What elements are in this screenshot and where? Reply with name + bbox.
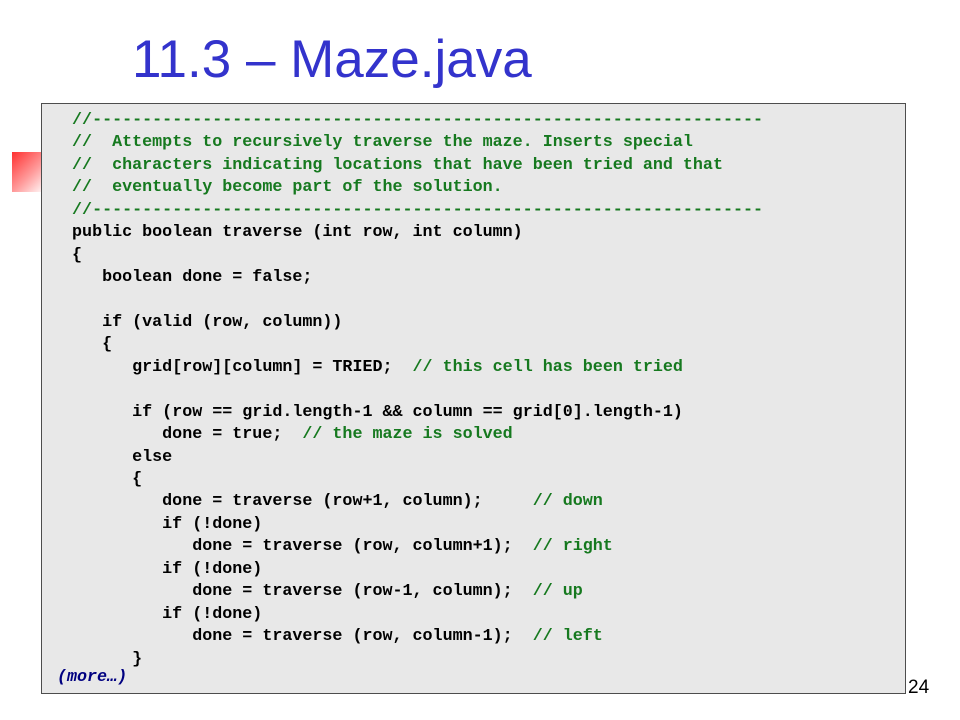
code-indent: [42, 470, 132, 489]
code-statement: done = true;: [162, 425, 303, 445]
code-statement: grid[row][column] = TRIED;: [132, 357, 413, 377]
code-statement: else: [132, 447, 173, 467]
code-line: // Attempts to recursively traverse the …: [42, 132, 763, 154]
code-statement: if (!done): [162, 559, 263, 579]
code-statement: {: [72, 245, 83, 265]
code-indent: [42, 201, 72, 220]
code-line: done = traverse (row-1, column); // up: [42, 581, 763, 603]
code-comment: // characters indicating locations that …: [72, 155, 723, 175]
code-indent: [42, 605, 162, 624]
code-statement: if (row == grid.length-1 && column == gr…: [132, 402, 683, 422]
code-line: else: [42, 447, 763, 469]
code-line: if (row == grid.length-1 && column == gr…: [42, 402, 763, 424]
code-line: grid[row][column] = TRIED; // this cell …: [42, 357, 763, 379]
code-statement: done = traverse (row+1, column);: [162, 492, 533, 512]
code-line: //--------------------------------------…: [42, 110, 763, 132]
code-statement: done = traverse (row, column-1);: [192, 627, 533, 647]
code-indent: [42, 425, 162, 444]
code-indent: [42, 178, 72, 197]
code-line: if (!done): [42, 514, 763, 536]
code-line: if (!done): [42, 559, 763, 581]
code-indent: [42, 448, 132, 467]
code-indent: [42, 582, 192, 601]
code-comment: // Attempts to recursively traverse the …: [72, 133, 693, 153]
code-comment: // up: [532, 582, 583, 602]
code-indent: [42, 246, 72, 265]
code-indent: [42, 515, 162, 534]
code-statement: public boolean traverse (int row, int co…: [72, 223, 523, 243]
code-comment: //--------------------------------------…: [72, 111, 764, 130]
slide-accent-decoration: [12, 152, 46, 192]
code-indent: [42, 156, 72, 175]
code-indent: [42, 133, 72, 152]
code-listing-box: //--------------------------------------…: [41, 103, 906, 694]
code-line: boolean done = false;: [42, 267, 763, 289]
code-statement: {: [102, 335, 113, 355]
code-line: if (!done): [42, 604, 763, 626]
code-line: }: [42, 649, 763, 671]
code-statement: }: [132, 649, 143, 669]
code-comment: // down: [532, 492, 603, 512]
code-indent: [42, 223, 72, 242]
code-line: [42, 290, 763, 312]
more-continuation-label: (more…): [57, 668, 128, 687]
code-comment: // the maze is solved: [302, 425, 513, 445]
code-line: done = traverse (row, column+1); // righ…: [42, 536, 763, 558]
code-line: done = traverse (row, column-1); // left: [42, 626, 763, 648]
code-line: {: [42, 334, 763, 356]
code-line: {: [42, 245, 763, 267]
code-indent: [42, 335, 102, 354]
code-listing: //--------------------------------------…: [42, 110, 763, 671]
code-indent: [42, 313, 102, 332]
code-comment: // eventually become part of the solutio…: [72, 178, 503, 198]
code-comment: //--------------------------------------…: [72, 200, 764, 220]
code-line: {: [42, 469, 763, 491]
code-indent: [42, 111, 72, 130]
code-indent: [42, 268, 102, 287]
code-indent: [42, 358, 132, 377]
code-line: done = traverse (row+1, column); // down: [42, 491, 763, 513]
code-statement: if (!done): [162, 514, 263, 534]
code-comment: // this cell has been tried: [412, 357, 683, 377]
code-comment: // right: [532, 537, 613, 557]
code-statement: done = traverse (row, column+1);: [192, 537, 533, 557]
slide-title: 11.3 – Maze.java: [132, 30, 532, 89]
code-indent: [42, 650, 132, 669]
code-indent: [42, 403, 132, 422]
code-line: // eventually become part of the solutio…: [42, 177, 763, 199]
code-comment: // left: [532, 627, 603, 647]
page-number: 24: [908, 677, 930, 698]
code-indent: [42, 492, 162, 511]
code-line: public boolean traverse (int row, int co…: [42, 222, 763, 244]
code-statement: boolean done = false;: [102, 268, 313, 288]
code-line: if (valid (row, column)): [42, 312, 763, 334]
code-indent: [42, 537, 192, 556]
code-indent: [42, 627, 192, 646]
code-statement: if (valid (row, column)): [102, 312, 343, 332]
code-line: //--------------------------------------…: [42, 200, 763, 222]
code-line: done = true; // the maze is solved: [42, 424, 763, 446]
code-line: // characters indicating locations that …: [42, 155, 763, 177]
code-statement: done = traverse (row-1, column);: [192, 582, 533, 602]
code-statement: {: [132, 470, 143, 489]
code-line: [42, 379, 763, 401]
code-statement: if (!done): [162, 604, 263, 624]
code-indent: [42, 560, 162, 579]
